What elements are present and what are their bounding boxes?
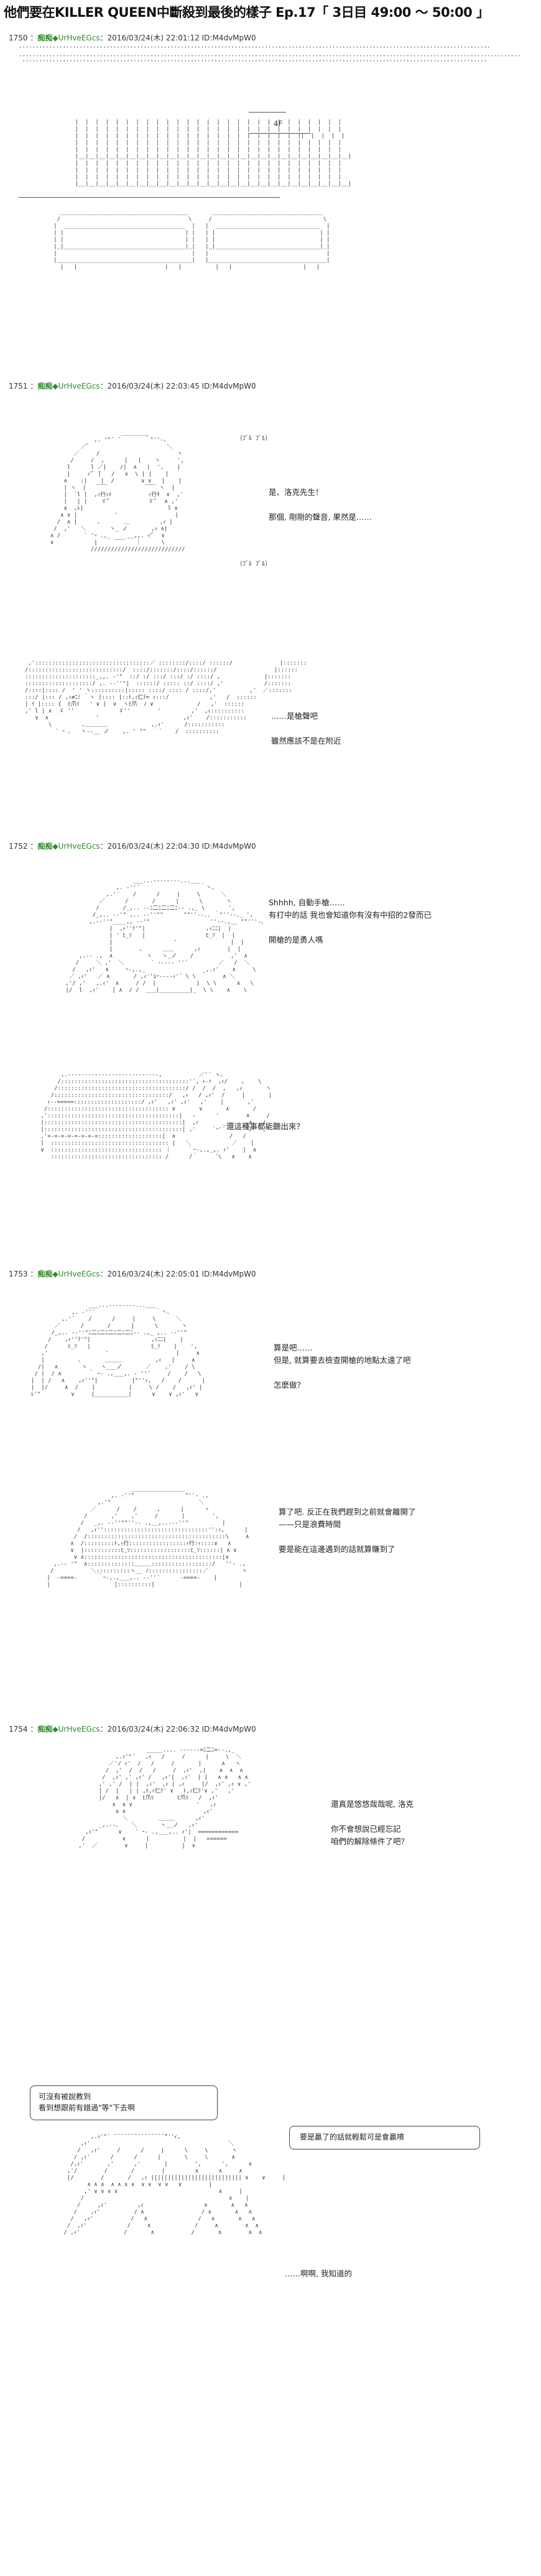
speech-bubble-right-text: 要是贏了的話就輕鬆可是會贏唷 — [300, 2133, 405, 2141]
ascii-art-shelves: | | | | | | | | | | | | | | | | | | | | … — [75, 119, 352, 187]
page-title: 他們要在KILLER QUEEN中斷殺到最後的樣子 Ep.17「 3日目 49:… — [4, 5, 489, 20]
ascii-art-character-hat: ___...--------...___ ,. ‐''´ ｀丶、 ,.'´ / … — [65, 878, 264, 994]
post-date: 2016/03/24(木) 22:06:32 ID:M4dvMpW0 — [107, 1725, 256, 1733]
sfx-shake-2: （ﾌﾞﾙ ﾌﾞﾙ） — [236, 561, 272, 568]
poster-trip: ◆UrHveEGcs — [52, 842, 100, 851]
post-1753: 1753 ：痴痴◆UrHveEGcs：2016/03/24(木) 22:05:0… — [0, 1268, 541, 1722]
dialogue-text: 還真是悠悠哉哉呢, 洛克 你不會想說已經忘記 咱們的解除條件了吧？ — [331, 1799, 414, 1846]
post-header: 1754 ：痴痴◆UrHveEGcs：2016/03/24(木) 22:06:3… — [9, 1725, 256, 1733]
ascii-art-character-peeking: ________ ,. '"´ ̄ ｀"''‐､ ／ﾞ ＼ ／ / ヽ / / … — [50, 430, 185, 553]
ascii-art-corridor-top: ''''''''''''''''''''''''''''''''''''''''… — [19, 46, 521, 66]
post-date: 2016/03/24(木) 22:01:12 ID:M4dvMpW0 — [107, 34, 256, 42]
speech-bubble-left-text: 可沒有被說教到 看到想跟前有錯過"等"下去啊 — [39, 2092, 136, 2112]
post-number: 1750 — [9, 34, 28, 42]
floor-sign: 4F — [274, 119, 283, 128]
floor-line — [19, 197, 280, 198]
ascii-art-character-hat-2: ___...--------...___ ,. ‐''´ ｀丶、 ,.'´ / … — [31, 1303, 205, 1398]
post-header: 1750 ：痴痴◆UrHveEGcs：2016/03/24(木) 22:01:1… — [9, 34, 256, 42]
poster-name[interactable]: 痴痴 — [37, 1725, 53, 1733]
poster-name[interactable]: 痴痴 — [37, 842, 53, 851]
poster-trip: ◆UrHveEGcs — [52, 1270, 100, 1278]
speech-bubble-left — [30, 2085, 218, 2120]
sign-line — [249, 133, 311, 134]
ascii-art-character-lean: _____.... -----‐=ﾆ二ﾆ=‐-.,_ ,.ｨ'"´ ,ｨ / /… — [78, 1747, 251, 1849]
ascii-art-character-dark: ________________ ,. ‐''" "''‐ ., ,.'" ＼ … — [47, 1486, 249, 1588]
post-1752: 1752 ：痴痴◆UrHveEGcs：2016/03/24(木) 22:04:3… — [0, 841, 541, 1270]
post-date: 2016/03/24(木) 22:03:45 ID:M4dvMpW0 — [107, 382, 256, 390]
poster-trip: ◆UrHveEGcs — [52, 1725, 100, 1733]
dialogue-text: 算了吧. 反正在我們趕到之前就會離開了 ——只是浪費時間 要是能在這邊遇到的話就… — [279, 1507, 416, 1554]
post-1754: 1754 ：痴痴◆UrHveEGcs：2016/03/24(木) 22:06:3… — [0, 1724, 541, 2576]
post-number: 1752 — [9, 842, 28, 851]
ascii-art-character-closeup: ,'::::::::::::::::::::::::::::::::::／ ::… — [25, 660, 307, 735]
post-number: 1753 — [9, 1270, 28, 1278]
poster-trip: ◆UrHveEGcs — [52, 382, 100, 390]
dialogue-text: 是、洛克先生！ 那個, 剛剛的聲音, 果然是…… — [269, 487, 372, 522]
post-1750: 1750 ：痴痴◆UrHveEGcs：2016/03/24(木) 22:01:1… — [0, 32, 541, 362]
post-date: 2016/03/24(木) 22:05:01 ID:M4dvMpW0 — [107, 1270, 256, 1278]
post-header: 1752 ：痴痴◆UrHveEGcs：2016/03/24(木) 22:04:3… — [9, 842, 256, 851]
post-number: 1754 — [9, 1725, 28, 1733]
post-1751: 1751 ：痴痴◆UrHveEGcs：2016/03/24(木) 22:03:4… — [0, 381, 541, 828]
ascii-art-character-back: ,.ｨ'"´ ̄ ̄ ̄ ̄ ̄ ̄ ̄ ̄ ̄ ̄ ̄ ̄ ̄ ̄ ̄ ̄"'… — [63, 2134, 286, 2236]
dialogue-text: 算是吧…… 但是, 就算要去檢查開槍的地點太遠了吧 怎麼做？ — [274, 1343, 411, 1390]
post-header: 1753 ：痴痴◆UrHveEGcs：2016/03/24(木) 22:05:0… — [9, 1270, 256, 1278]
speech-bubble-right — [289, 2126, 480, 2149]
dialogue-text: Shhhh, 自動手槍…… 有打中的話 我也會知道你有沒有中招的2發而已 開槍的… — [269, 898, 432, 944]
ascii-art-character-side: ,.--------------------------‐, ／'´ ヽ、 /:… — [40, 1072, 272, 1160]
dialogue-text: ……是槍聲吧 雖然應該不是在附近 — [271, 711, 341, 746]
post-date: 2016/03/24(木) 22:04:30 ID:M4dvMpW0 — [107, 842, 256, 851]
poster-name[interactable]: 痴痴 — [37, 1270, 53, 1278]
dialogue-text: 還這種事都能聽出來？ — [226, 1122, 305, 1131]
post-number: 1751 — [9, 382, 28, 390]
poster-name[interactable]: 痴痴 — [37, 34, 53, 42]
poster-name[interactable]: 痴痴 — [37, 382, 53, 390]
sign-line — [249, 112, 286, 113]
poster-trip: ◆UrHveEGcs — [52, 34, 100, 42]
dialogue-text: ……啊啊, 我知道的 — [285, 2269, 352, 2278]
ascii-art-sofas: ______________________________________ _… — [53, 210, 330, 270]
post-header: 1751 ：痴痴◆UrHveEGcs：2016/03/24(木) 22:03:4… — [9, 382, 256, 390]
sfx-shake-1: （ﾌﾞﾙ ﾌﾞﾙ） — [236, 435, 272, 442]
